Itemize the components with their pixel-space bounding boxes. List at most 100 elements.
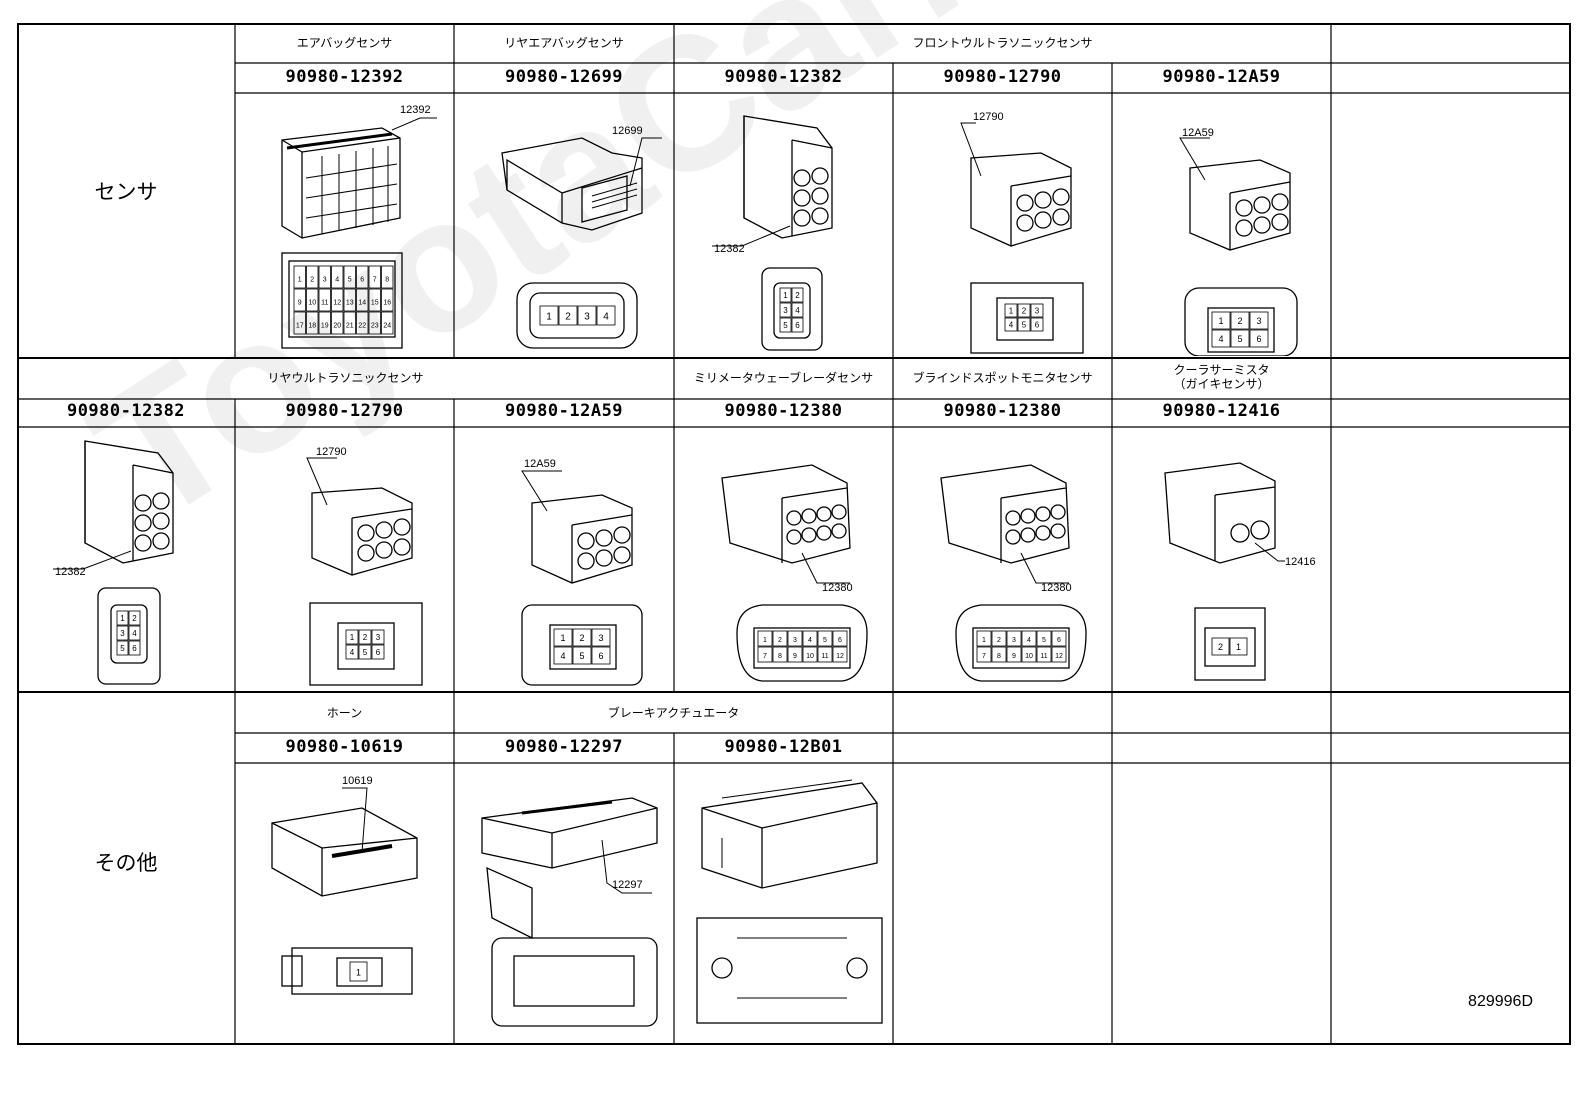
pin-cell (345, 644, 359, 660)
pin-number: 4 (1009, 321, 1014, 330)
pin-cell (1036, 630, 1052, 647)
pin-cell (371, 629, 385, 645)
pin-cell (772, 646, 788, 663)
pin-number: 4 (795, 306, 800, 315)
pin-cell (331, 311, 344, 335)
pin-number: 17 (296, 323, 304, 330)
pin-number: 2 (565, 312, 571, 323)
pin-number: 1 (546, 312, 552, 323)
pin-cell (293, 265, 306, 289)
pin-number: 2 (310, 277, 314, 284)
pin-cell (991, 646, 1007, 663)
table-grid (17, 23, 1571, 1045)
pin-number: 2 (795, 291, 800, 300)
pin-cell (1006, 646, 1022, 663)
pin-cell (343, 311, 356, 335)
pin-number: 2 (579, 633, 584, 643)
cell-name-horn: ホーン (326, 706, 363, 720)
pin-number: 9 (298, 300, 302, 307)
callout-label: 12380 (1041, 582, 1072, 594)
pin-cell (976, 630, 992, 647)
pin-number: 12 (333, 300, 341, 307)
pin-cell (539, 305, 559, 326)
cell-name-brake-actuator: ブレーキアクチュエータ (607, 706, 740, 720)
callout-label: 12790 (316, 446, 347, 458)
pin-cell (802, 630, 818, 647)
cell-name-blind-spot-monitor: ブラインドスポットモニタセンサ (912, 371, 1093, 385)
pin-number: 22 (358, 323, 366, 330)
pin-cell (356, 288, 369, 312)
callout-label: 12416 (1285, 556, 1316, 568)
pin-cell (356, 265, 369, 289)
pin-number: 6 (1256, 334, 1261, 344)
pin-number: 4 (350, 648, 355, 657)
pin-cell (1017, 317, 1031, 332)
pin-number: 5 (1022, 321, 1027, 330)
pin-cell (358, 644, 372, 660)
callout-label: 12382 (55, 566, 86, 578)
pin-cell (368, 265, 381, 289)
part-number: 90980-12382 (66, 401, 186, 421)
pin-number: 6 (376, 648, 381, 657)
pin-cell (553, 628, 573, 647)
part-number: 90980-12B01 (724, 737, 843, 757)
part-number: 90980-12297 (504, 737, 624, 757)
pin-number: 3 (793, 637, 797, 644)
pin-number: 4 (808, 637, 812, 644)
pin-cell (356, 311, 369, 335)
pin-number: 10 (308, 300, 316, 307)
pin-cell (976, 646, 992, 663)
part-number: 90980-12380 (943, 401, 1062, 421)
pin-number: 3 (1035, 307, 1040, 316)
pin-number: 6 (795, 321, 800, 330)
part-number: 90980-12380 (724, 401, 843, 421)
pin-number: 1 (763, 637, 767, 644)
pin-cell (553, 646, 573, 665)
pin-number: 20 (333, 323, 341, 330)
pin-cell (1021, 646, 1037, 663)
pin-cell (772, 630, 788, 647)
pin-number: 1 (1218, 316, 1223, 326)
pin-cell (1211, 329, 1231, 348)
pin-cell (832, 630, 848, 647)
callout-label: 12382 (714, 243, 745, 255)
pin-cell (1004, 317, 1018, 332)
pin-number: 3 (376, 633, 381, 642)
pin-cell (591, 628, 611, 647)
pin-number: 5 (1237, 334, 1242, 344)
pin-cell (368, 288, 381, 312)
pin-number: 12 (1055, 653, 1063, 660)
pin-number: 3 (323, 277, 327, 284)
pin-number: 2 (132, 614, 137, 623)
pin-cell (1021, 630, 1037, 647)
pin-cell (381, 311, 394, 335)
pin-number: 2 (1022, 307, 1027, 316)
pin-number: 8 (385, 277, 389, 284)
pin-cell (318, 265, 331, 289)
pin-cell (787, 630, 803, 647)
pin-number: 13 (346, 300, 354, 307)
pin-number: 8 (778, 653, 782, 660)
pin-cell (787, 646, 803, 663)
row-label-other: その他 (94, 851, 158, 875)
pin-cell (371, 644, 385, 660)
pin-cell (1051, 646, 1067, 663)
pin-number: 10 (806, 653, 814, 660)
document-id: 829996D (1468, 993, 1533, 1010)
pin-cell (116, 610, 129, 626)
pin-cell (1211, 311, 1231, 330)
pin-number: 7 (373, 277, 377, 284)
pin-cell (293, 311, 306, 335)
pin-cell (358, 629, 372, 645)
